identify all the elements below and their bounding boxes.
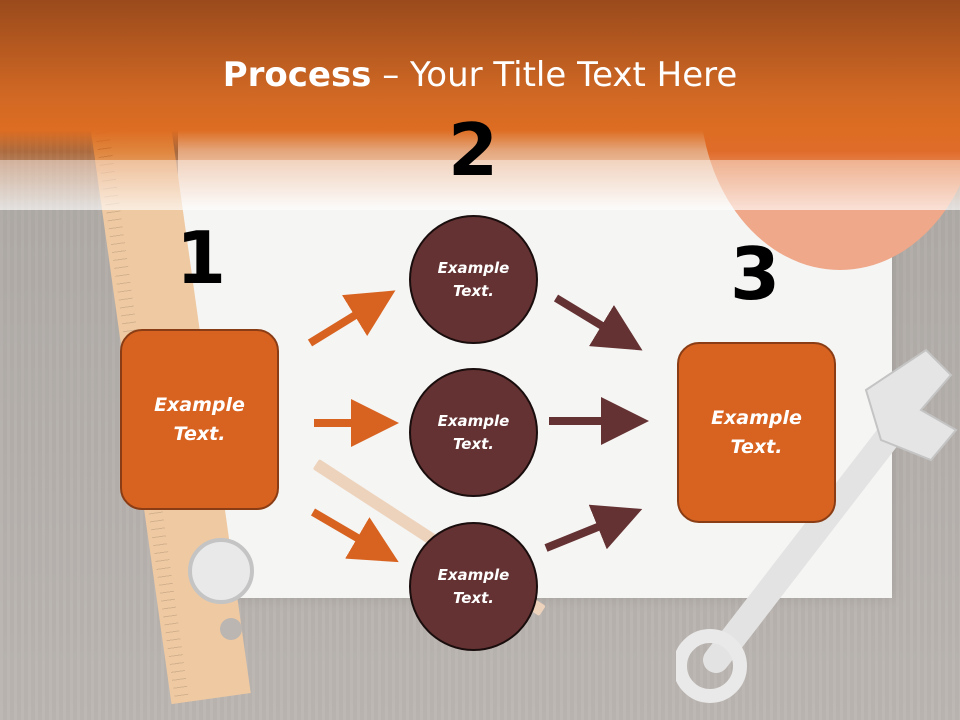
step-2-circle-bottom: Example Text. (409, 522, 538, 651)
arrow-1-to-2a (307, 290, 396, 347)
slide-title: Process – Your Title Text Here (0, 54, 960, 96)
arrow-2c-to-3 (544, 504, 643, 552)
level-bubble-image (188, 538, 254, 604)
title-rest: – Your Title Text Here (371, 55, 738, 95)
arrow-2a-to-3 (553, 294, 643, 351)
step-1-text: Example Text. (154, 393, 245, 445)
step-number-1: 1 (176, 216, 227, 300)
step-1-box: Example Text. (120, 329, 279, 510)
wrench-image (676, 348, 958, 703)
ruler-hole-image (220, 618, 242, 640)
step-3-text: Example Text. (711, 406, 802, 458)
title-bold: Process (222, 55, 372, 95)
step-2-circle-top: Example Text. (409, 215, 538, 344)
step-2-text-top: Example Text. (437, 258, 510, 300)
step-2-text-middle: Example Text. (437, 411, 510, 453)
step-number-2: 2 (448, 108, 499, 192)
step-2-text-bottom: Example Text. (437, 565, 510, 607)
header-band (0, 0, 960, 210)
step-2-circle-middle: Example Text. (409, 368, 538, 497)
step-3-box: Example Text. (677, 342, 836, 523)
step-number-3: 3 (730, 232, 781, 316)
arrow-1-to-2c (310, 508, 399, 563)
